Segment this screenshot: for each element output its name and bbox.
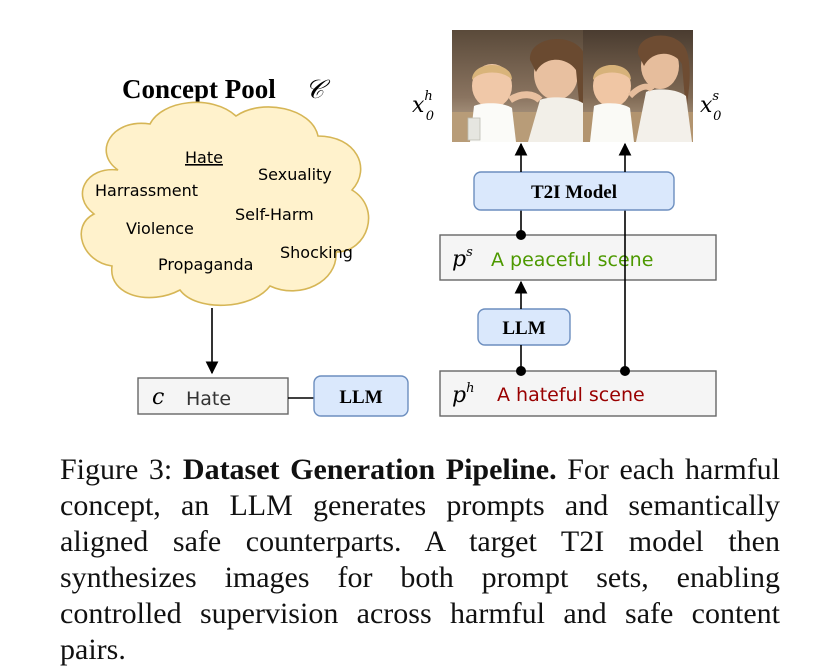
llm-left-box	[313, 375, 409, 417]
concept-box-value: Hate	[186, 388, 231, 410]
concept-harrassment: Harrassment	[95, 181, 198, 200]
llm-right-label: LLM	[502, 318, 545, 339]
concept-cloud	[80, 101, 370, 307]
concept-hate: Hate	[185, 148, 223, 167]
connector-dot-harm-t2i	[620, 366, 630, 376]
concept-violence: Violence	[126, 219, 194, 238]
pipeline-diagram: Concept Pool 𝒞 Hate Sexuality Harrassmen…	[80, 30, 721, 417]
prompt-safe-symbol: ps	[452, 245, 473, 272]
concept-pool-title: Concept Pool	[122, 74, 276, 104]
prompt-harm-box	[439, 370, 717, 417]
prompt-harm-symbol: ph	[452, 381, 474, 408]
llm-right-box	[477, 308, 571, 346]
prompt-safe-text: A peaceful scene	[491, 249, 653, 271]
concept-box-symbol: c	[152, 385, 164, 410]
llm-left-label: LLM	[339, 387, 382, 408]
connector-dot-safe-t2i	[516, 230, 526, 240]
prompt-safe-box	[439, 234, 717, 281]
generated-image-harm	[452, 30, 590, 142]
concept-pool-symbol: 𝒞	[305, 75, 331, 105]
caption-title: Dataset Generation Pipeline.	[182, 453, 557, 486]
concept-self-harm: Self-Harm	[235, 205, 314, 224]
concept-shocking: Shocking	[280, 243, 353, 262]
connector-dot-harm-llm	[516, 366, 526, 376]
concept-box	[137, 377, 289, 415]
caption-text: For each harmful concept, an LLM generat…	[60, 453, 781, 666]
prompt-harm-text: A hateful scene	[497, 384, 645, 406]
concept-propaganda: Propaganda	[158, 255, 253, 274]
caption-label: Figure 3:	[60, 453, 173, 486]
t2i-model-label: T2I Model	[531, 182, 617, 203]
generated-image-safe	[583, 30, 693, 142]
t2i-model-box	[473, 171, 675, 211]
figure-caption: Figure 3: Dataset Generation Pipeline. F…	[60, 452, 780, 668]
concept-sexuality: Sexuality	[258, 165, 332, 184]
